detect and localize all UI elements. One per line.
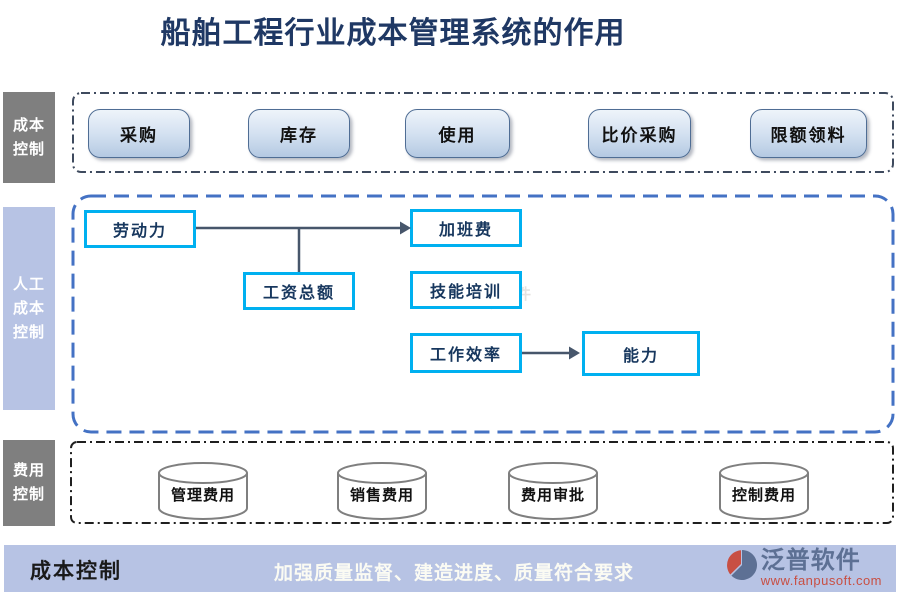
- node-ability: 能力: [582, 331, 700, 376]
- cylinder-expense-control: 控制费用: [719, 462, 809, 520]
- cylinder-shape: [719, 462, 809, 520]
- pill-procurement: 采购: [88, 109, 190, 158]
- sidebar-label: 费用控制: [13, 462, 46, 503]
- brand-name: 泛普软件: [760, 547, 861, 574]
- cylinder-label: 控制费用: [731, 487, 796, 504]
- cylinder-label: 销售费用: [349, 487, 414, 504]
- node-labor-force: 劳动力: [84, 210, 196, 248]
- footer-slogan: 加强质量监督、建造进度、质量符合要求: [273, 563, 635, 584]
- node-total-wages: 工资总额: [243, 272, 355, 310]
- cylinder-label: 费用审批: [520, 487, 585, 504]
- pill-price-compare: 比价采购: [588, 109, 691, 158]
- sidebar-label: 成本控制: [13, 116, 46, 158]
- arrowhead-ability: [569, 346, 580, 360]
- page-title: 船舶工程行业成本管理系统的作用: [160, 17, 626, 50]
- brand-website: www.fanpusoft.com: [760, 573, 882, 588]
- cylinder-expense-approval: 费用审批: [508, 462, 598, 520]
- cylinder-management-expense: 管理费用: [158, 462, 248, 520]
- cylinder-sales-expense: 销售费用: [337, 462, 427, 520]
- footer-bar: 成本控制 加强质量监督、建造进度、质量符合要求 泛普软件 www.fanpuso…: [4, 545, 896, 592]
- cylinder-label: 管理费用: [170, 487, 235, 504]
- node-skill-training: 技能培训: [410, 271, 522, 309]
- pill-inventory: 库存: [248, 109, 350, 158]
- node-work-efficiency: 工作效率: [410, 333, 522, 373]
- footer-title: 成本控制: [30, 560, 122, 583]
- cylinder-shape: [337, 462, 427, 520]
- sidebar-cost-control: 成本控制: [3, 92, 55, 183]
- node-overtime-pay: 加班费: [410, 209, 522, 247]
- pill-usage: 使用: [405, 109, 510, 158]
- sidebar-labor-cost-control: 人工成本控制: [3, 207, 55, 410]
- cylinder-shape: [158, 462, 248, 520]
- sidebar-expense-control: 费用控制: [3, 440, 55, 526]
- brand-logo: 泛普软件 www.fanpusoft.com: [725, 549, 882, 587]
- brand-logo-icon: [726, 550, 757, 580]
- cylinder-shape: [508, 462, 598, 520]
- sidebar-label: 人工成本控制: [13, 275, 46, 341]
- pill-quota-picking: 限额领料: [750, 109, 867, 158]
